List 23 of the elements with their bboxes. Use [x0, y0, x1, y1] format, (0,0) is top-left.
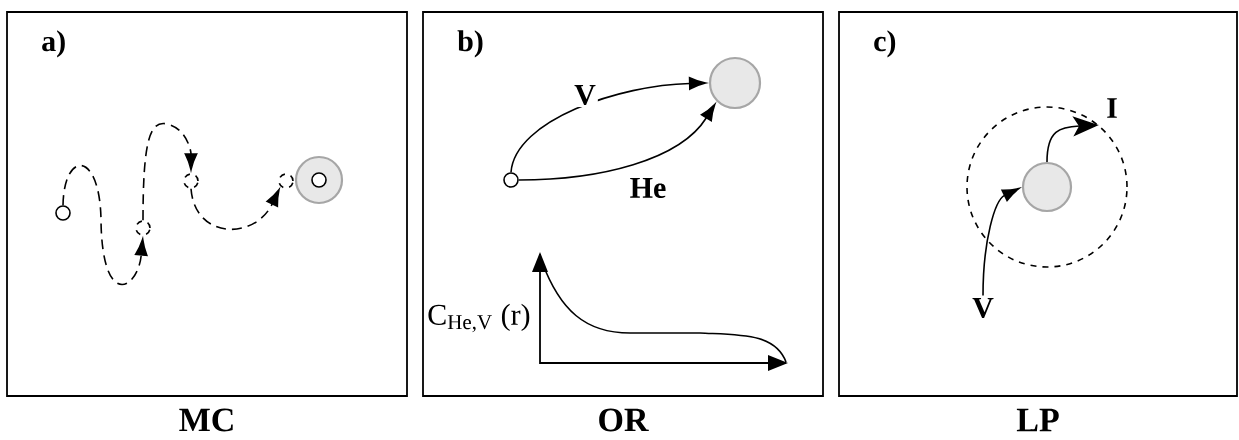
- arrow: [982, 187, 1020, 297]
- edge-label: He: [627, 176, 669, 200]
- arrow: [518, 103, 716, 181]
- atom-circle: [311, 172, 327, 188]
- cluster-circle: [294, 155, 344, 205]
- panel-frame: a): [6, 11, 408, 397]
- arrow: [142, 122, 198, 221]
- axis-label: C$_{He,V}$ (r): [428, 303, 530, 333]
- atom-circle: [503, 172, 519, 188]
- atom-circle: [55, 205, 71, 221]
- cluster-circle: [1021, 161, 1073, 213]
- edge-label: I: [1104, 96, 1120, 120]
- dashed-circle: [183, 173, 199, 189]
- cluster-circle: [708, 56, 762, 110]
- arrow: [62, 164, 148, 286]
- arrow: [190, 188, 280, 230]
- particle-label: V: [972, 297, 994, 319]
- dashed-circle: [278, 173, 294, 189]
- panel-caption: MC: [179, 408, 233, 432]
- edge-label: V: [572, 82, 598, 108]
- panel-caption: OR: [599, 408, 649, 432]
- arrow: [510, 77, 707, 173]
- panel-caption: LP: [1016, 408, 1059, 432]
